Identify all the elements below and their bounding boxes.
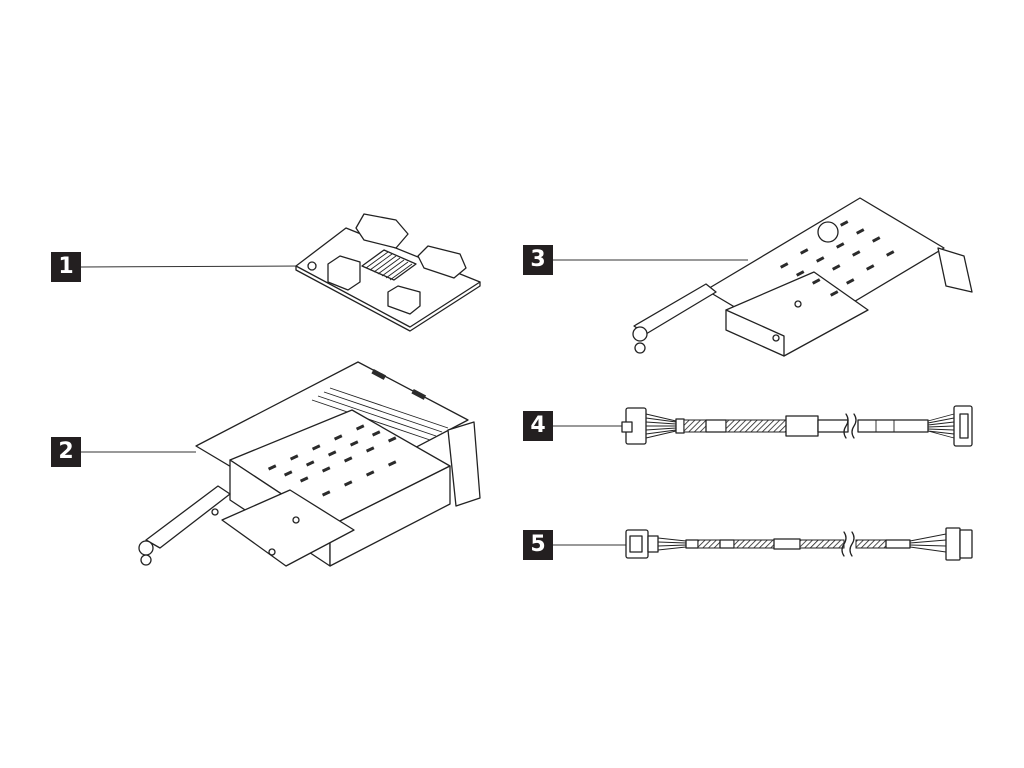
drive-cage-bracket-icon: [553, 197, 973, 357]
adapter-board-icon: [80, 213, 481, 332]
callout-3: 3: [523, 245, 553, 275]
drive-cage-riser-icon: [81, 361, 481, 567]
power-cable-icon: [553, 405, 973, 447]
leader-line-1: [80, 265, 304, 268]
signal-cable-icon: [553, 527, 973, 561]
callout-4: 4: [523, 411, 553, 441]
callout-2: 2: [51, 437, 81, 467]
callout-5: 5: [523, 530, 553, 560]
callout-1: 1: [51, 252, 81, 282]
